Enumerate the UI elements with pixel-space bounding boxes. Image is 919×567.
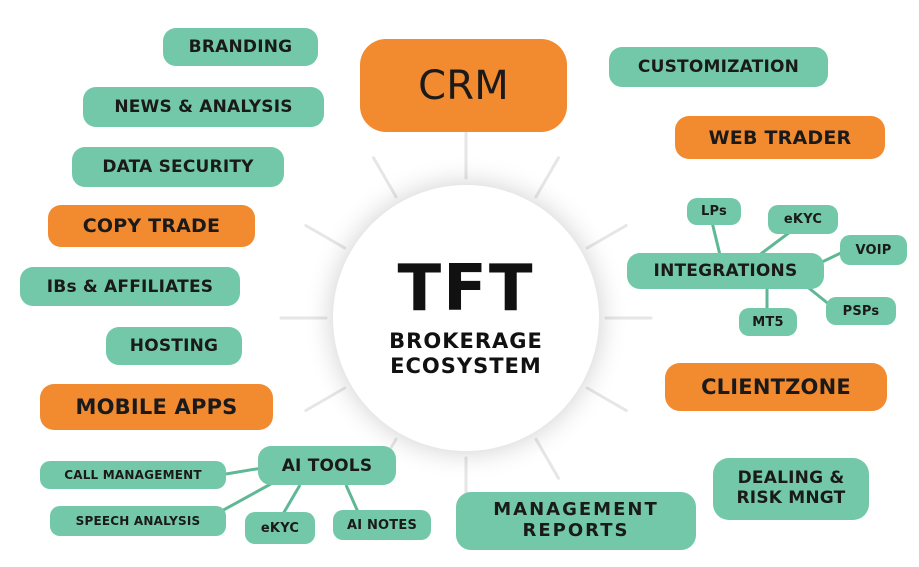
node-dealing-line2: RISK MNGT: [736, 488, 846, 508]
node-clientzone: CLIENTZONE: [665, 363, 887, 411]
node-management-reports: MANAGEMENT REPORTS: [456, 492, 696, 550]
link-aitools-ekyc: [281, 484, 302, 515]
node-web-trader: WEB TRADER: [675, 116, 885, 159]
hub-ray-0: [304, 224, 347, 250]
hub-ray-4: [585, 224, 628, 250]
node-customization: CUSTOMIZATION: [609, 47, 828, 87]
node-hosting: HOSTING: [106, 327, 242, 365]
hub-title: TFT: [397, 251, 535, 326]
node-ibs-affiliates: IBs & AFFILIATES: [20, 267, 240, 306]
hub-circle: TFT BROKERAGE ECOSYSTEM: [333, 185, 599, 451]
node-ai-ekyc: eKYC: [245, 512, 315, 544]
hub-ray-10: [304, 386, 347, 412]
node-news-analysis: NEWS & ANALYSIS: [83, 87, 324, 127]
link-integrations-ekyc: [757, 230, 791, 258]
node-integrations-ekyc: eKYC: [768, 205, 838, 234]
link-aitools-speech: [217, 478, 279, 515]
node-dealing-risk: DEALING & RISK MNGT: [713, 458, 869, 520]
hub-subtitle: BROKERAGE ECOSYSTEM: [389, 329, 543, 379]
hub-ray-7: [534, 437, 560, 480]
node-copy-trade: COPY TRADE: [48, 205, 255, 247]
node-dealing-line1: DEALING &: [737, 468, 845, 489]
node-mobile-apps: MOBILE APPS: [40, 384, 273, 430]
hub-ray-3: [534, 156, 560, 199]
node-data-security: DATA SECURITY: [72, 147, 284, 187]
hub-subtitle-line2: ECOSYSTEM: [390, 354, 542, 378]
node-psps: PSPs: [826, 297, 896, 325]
link-aitools-call: [225, 466, 263, 476]
node-branding: BRANDING: [163, 28, 318, 66]
hub-ray-6: [585, 386, 628, 412]
node-integrations: INTEGRATIONS: [627, 253, 824, 289]
node-ai-tools: AI TOOLS: [258, 446, 396, 485]
node-management-line2: REPORTS: [522, 520, 630, 541]
node-management-line1: MANAGEMENT: [493, 499, 659, 521]
node-call-management: CALL MANAGEMENT: [40, 461, 226, 489]
hub-ray-1: [372, 156, 398, 199]
node-lps: LPs: [687, 198, 741, 225]
node-speech-analysis: SPEECH ANALYSIS: [50, 506, 226, 536]
link-aitools-ainotes: [344, 484, 360, 513]
link-integrations-lps: [710, 221, 722, 256]
hub-subtitle-line1: BROKERAGE: [389, 328, 543, 353]
node-mt5: MT5: [739, 308, 797, 336]
node-voip: VOIP: [840, 235, 907, 265]
node-ai-notes: AI NOTES: [333, 510, 431, 540]
node-crm: CRM: [360, 39, 567, 132]
